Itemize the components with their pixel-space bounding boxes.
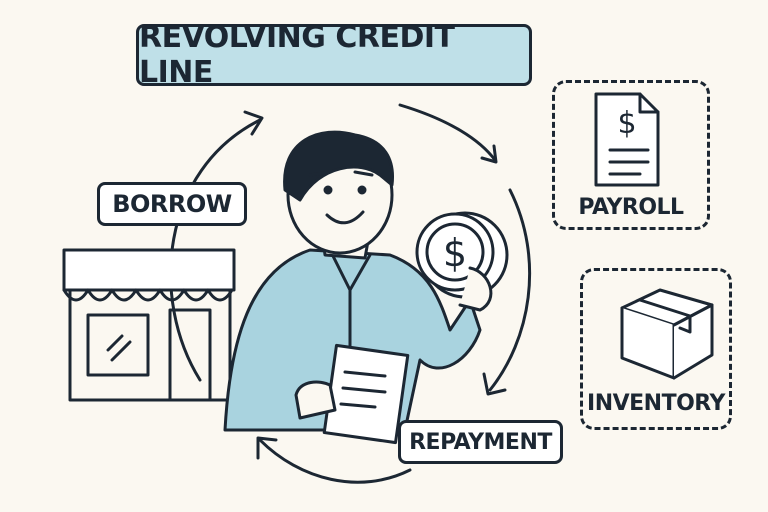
inventory-label: INVENTORY bbox=[587, 391, 725, 416]
arrowhead bbox=[256, 436, 278, 460]
cycle-arrow-top-left bbox=[169, 118, 262, 382]
borrow-label: BORROW bbox=[97, 182, 247, 226]
payroll-label: PAYROLL bbox=[578, 195, 684, 220]
title-banner: REVOLVING CREDIT LINE bbox=[136, 20, 532, 90]
coin-dollar-sign: $ bbox=[443, 231, 467, 275]
arrowhead bbox=[243, 110, 264, 136]
cycle-arrow-right bbox=[488, 188, 532, 392]
store-icon bbox=[62, 248, 236, 402]
repayment-label: REPAYMENT bbox=[398, 420, 563, 464]
cycle-arrow-bottom bbox=[258, 438, 412, 484]
payroll-document-icon bbox=[594, 92, 660, 187]
payroll-card: PAYROLL bbox=[552, 80, 710, 230]
arrowhead bbox=[482, 372, 507, 396]
inventory-box-icon bbox=[620, 288, 714, 380]
coin-icon bbox=[415, 211, 509, 312]
payroll-dollar-sign: $ bbox=[617, 106, 636, 141]
person-illustration bbox=[223, 130, 482, 445]
inventory-card: INVENTORY bbox=[580, 268, 732, 430]
arrowhead bbox=[480, 144, 498, 164]
cycle-arrow-top-right bbox=[398, 103, 497, 162]
